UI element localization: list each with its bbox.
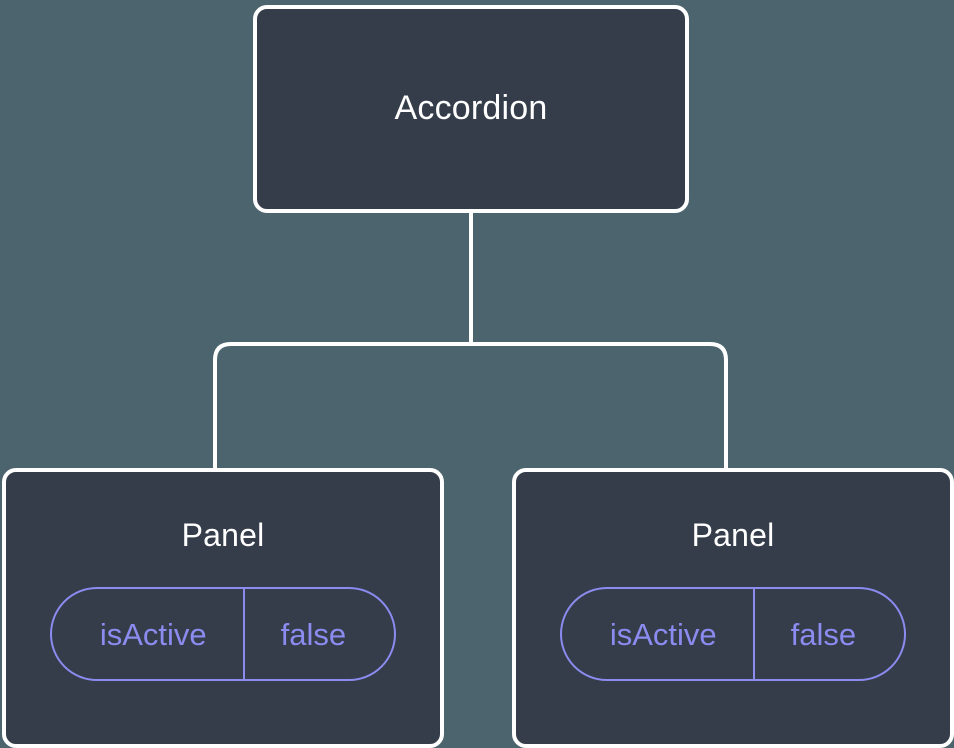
- node-accordion[interactable]: Accordion: [253, 5, 689, 213]
- node-panel-1[interactable]: Panel isActive false: [2, 468, 444, 748]
- prop-badge-isactive-1[interactable]: isActive false: [49, 587, 397, 682]
- edge-root-to-panel-2: [471, 342, 728, 472]
- node-panel-2-label: Panel: [691, 517, 775, 553]
- prop-key: isActive: [609, 616, 717, 652]
- prop-badge-isactive-2[interactable]: isActive false: [559, 587, 907, 682]
- edge-root-to-panel-1: [213, 342, 471, 472]
- prop-value: false: [242, 589, 394, 680]
- prop-key: isActive: [99, 616, 207, 652]
- node-panel-1-label: Panel: [181, 517, 265, 553]
- prop-value: false: [752, 589, 904, 680]
- node-panel-2[interactable]: Panel isActive false: [512, 468, 954, 748]
- node-accordion-label: Accordion: [394, 89, 548, 128]
